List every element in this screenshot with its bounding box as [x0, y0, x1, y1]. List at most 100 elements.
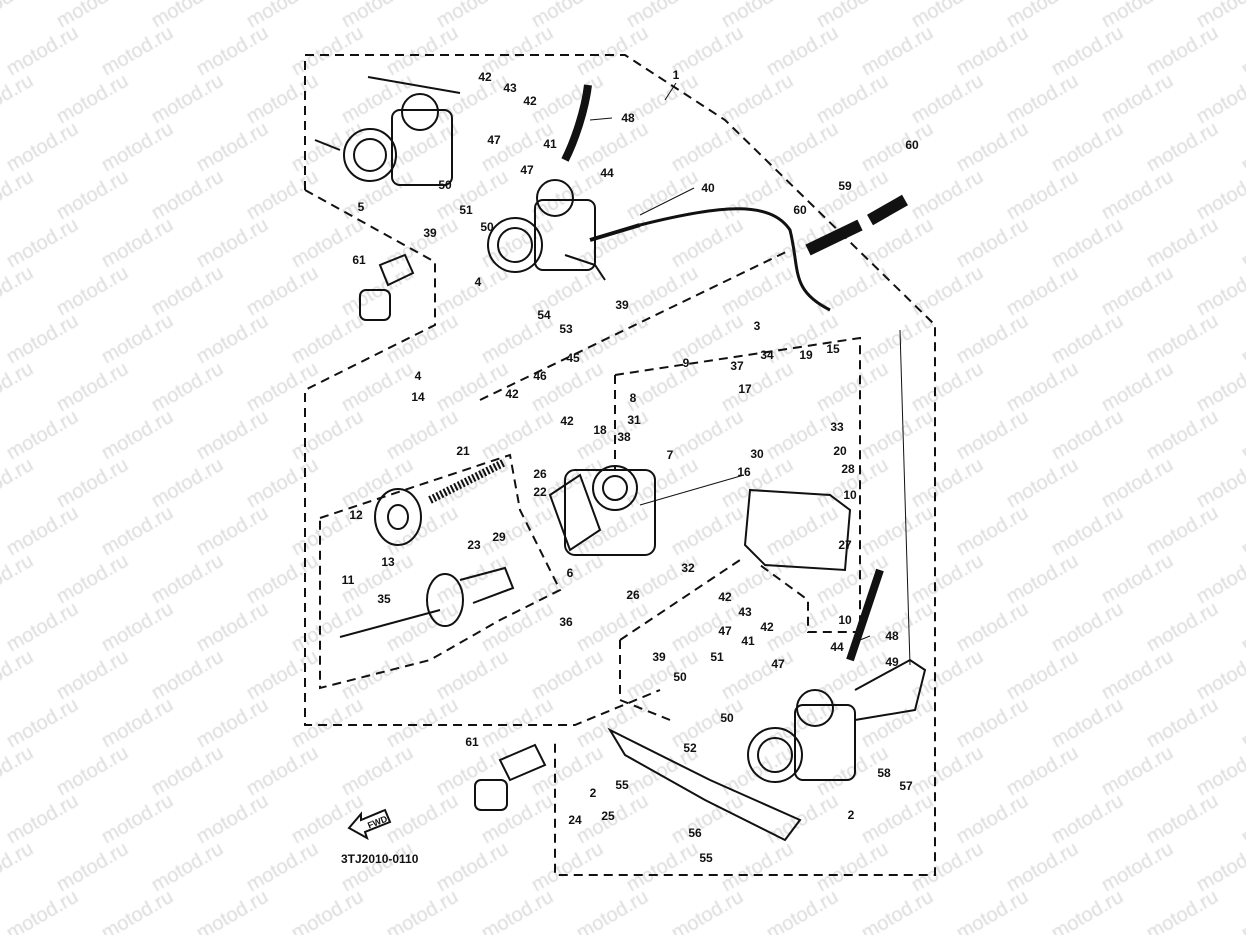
callout-number: 56: [688, 826, 702, 840]
cap-61: [359, 253, 547, 811]
callout-number: 10: [838, 613, 852, 627]
callout-number: 16: [737, 465, 751, 479]
callout-number: 2: [589, 786, 597, 800]
callout-number: 47: [771, 657, 785, 671]
callout-number: 36: [559, 615, 573, 629]
callout-number: 42: [718, 590, 732, 604]
callout-number: 4: [474, 275, 482, 289]
callout-number: 48: [885, 629, 899, 643]
diaphragm-cover-13: [374, 488, 422, 546]
callout-number: 39: [423, 226, 437, 240]
callout-number: 42: [760, 620, 774, 634]
carburetor-2: [747, 689, 856, 783]
callout-number: 51: [710, 650, 724, 664]
callout-number: 39: [652, 650, 666, 664]
callout-number: 4: [414, 369, 422, 383]
callout-number: 11: [341, 573, 355, 587]
callout-number: 34: [760, 348, 774, 362]
callout-number: 23: [467, 538, 481, 552]
drawing-code: 3TJ2010-0110: [341, 852, 419, 866]
callout-number: 18: [593, 423, 607, 437]
callout-number: 42: [560, 414, 574, 428]
callout-number: 1: [672, 68, 680, 82]
callout-number: 12: [349, 508, 363, 522]
spring-21: [428, 458, 507, 504]
leader-lines: [589, 82, 911, 666]
callout-number: 44: [830, 640, 844, 654]
carburetor-3: [548, 465, 656, 556]
callout-number: 53: [559, 322, 573, 336]
callout-number: 55: [615, 778, 629, 792]
callout-number: 20: [833, 444, 847, 458]
callout-number: 10: [843, 488, 857, 502]
callout-number: 41: [543, 137, 557, 151]
callout-number: 60: [793, 203, 807, 217]
callout-number: 2: [847, 808, 855, 822]
callout-number: 50: [438, 178, 452, 192]
callout-number: 50: [720, 711, 734, 725]
callout-number: 17: [738, 382, 752, 396]
callout-number: 7: [666, 448, 674, 462]
callout-number: 35: [377, 592, 391, 606]
callout-number: 39: [615, 298, 629, 312]
callout-number: 32: [681, 561, 695, 575]
callout-number: 37: [730, 359, 744, 373]
callout-number: 30: [750, 447, 764, 461]
callout-number: 55: [699, 851, 713, 865]
callout-number: 47: [718, 624, 732, 638]
callout-number: 5: [357, 200, 365, 214]
callout-number: 21: [456, 444, 470, 458]
callout-number: 58: [877, 766, 891, 780]
callout-number: 22: [533, 485, 547, 499]
callout-number: 48: [621, 111, 635, 125]
callout-number: 50: [673, 670, 687, 684]
callout-number: 24: [568, 813, 582, 827]
carburetor-5: [314, 76, 461, 186]
hose-59: [805, 194, 908, 256]
bracket-49: [854, 658, 927, 721]
callout-number: 43: [738, 605, 752, 619]
callout-number: 13: [381, 555, 395, 569]
callout-number: 19: [799, 348, 813, 362]
callout-number: 47: [520, 163, 534, 177]
callout-number: 9: [682, 356, 690, 370]
callout-number: 41: [741, 634, 755, 648]
callout-number: 3: [753, 319, 761, 333]
callout-number: 46: [533, 369, 547, 383]
callout-number: 29: [492, 530, 506, 544]
callout-number: 47: [487, 133, 501, 147]
callout-number: 31: [627, 413, 641, 427]
callout-number: 28: [841, 462, 855, 476]
callout-number: 38: [617, 430, 631, 444]
callout-number: 27: [838, 538, 852, 552]
callout-number: 57: [899, 779, 913, 793]
callout-number: 61: [352, 253, 366, 267]
callout-number: 42: [523, 94, 537, 108]
callout-number: 26: [533, 467, 547, 481]
callout-number: 15: [826, 342, 840, 356]
callout-number: 59: [838, 179, 852, 193]
callout-number: 52: [683, 741, 697, 755]
callout-number: 60: [905, 138, 919, 152]
callout-number: 45: [566, 351, 580, 365]
callout-number: 51: [459, 203, 473, 217]
callout-number: 25: [601, 809, 615, 823]
throttle-cable-40: [589, 207, 831, 312]
forward-arrow-icon: FWD: [347, 808, 392, 841]
callout-number: 14: [411, 390, 425, 404]
piston-valve-23: [339, 566, 515, 638]
float-bowl-16: [743, 488, 852, 572]
callout-number: 42: [505, 387, 519, 401]
callout-number: 6: [566, 566, 574, 580]
callout-number: 54: [537, 308, 551, 322]
link-bracket-56: [607, 727, 802, 842]
callout-number: 33: [830, 420, 844, 434]
callout-number: 43: [503, 81, 517, 95]
callout-number: 8: [629, 391, 637, 405]
callout-number: 50: [480, 220, 494, 234]
callout-number: 42: [478, 70, 492, 84]
carburetor-4: [487, 179, 606, 281]
callout-number: 26: [626, 588, 640, 602]
